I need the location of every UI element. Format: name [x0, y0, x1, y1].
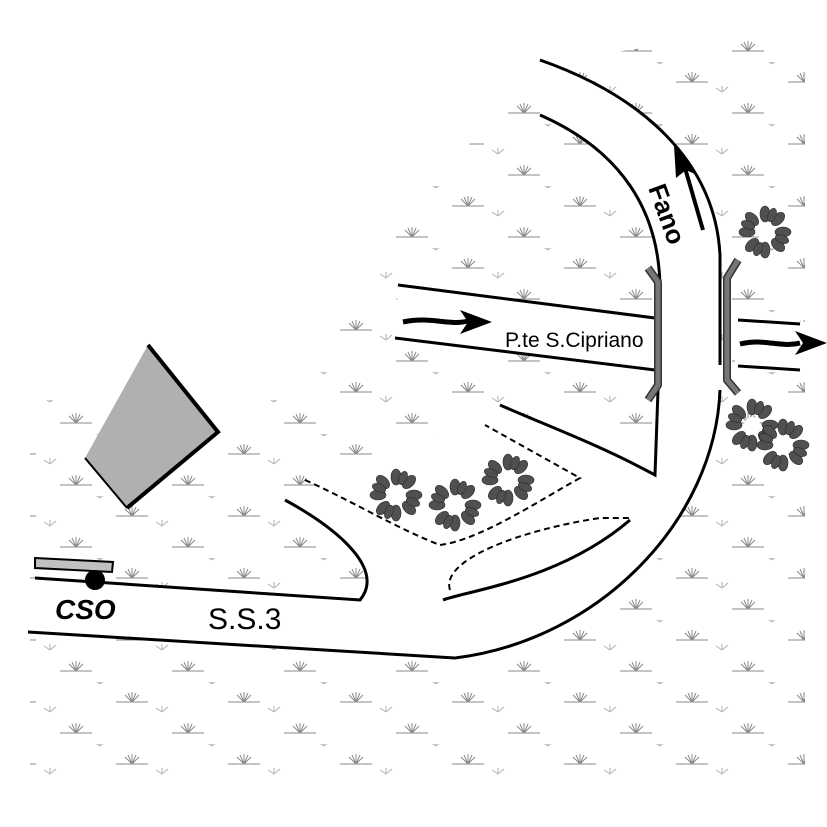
outfall-pipe: [34, 556, 115, 574]
direction-arrow-icon: [674, 145, 705, 231]
bridge-label: P.te S.Cipriano: [505, 329, 644, 352]
building: [85, 345, 218, 508]
flow-arrow-icon: [739, 331, 827, 355]
flow-arrow-icon: [402, 310, 492, 334]
cso-point-icon: [85, 570, 105, 590]
road-edges: [27, 58, 801, 660]
cso-label: CSO: [55, 594, 116, 625]
road-label: S.S.3: [208, 603, 281, 636]
traffic-islands: [304, 424, 630, 591]
